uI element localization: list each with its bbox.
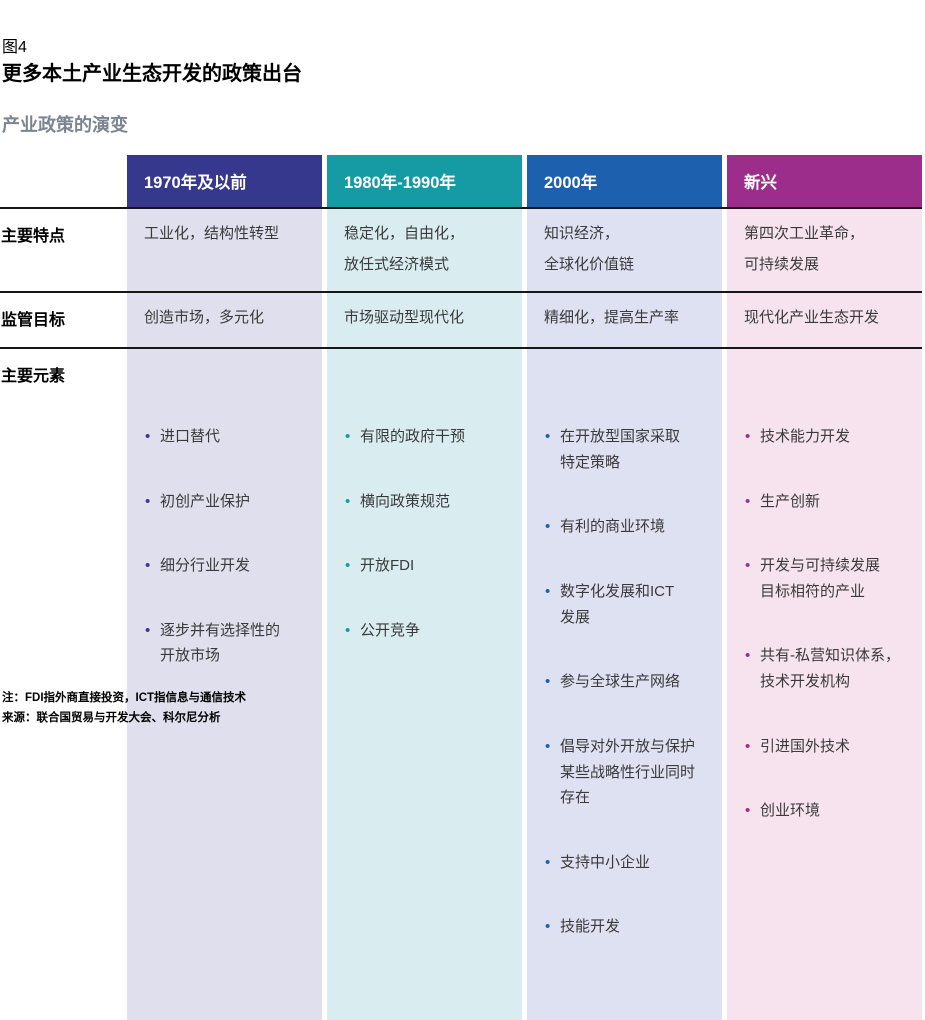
list-item: 技术能力开发: [744, 424, 910, 450]
cell-objectives-1980: 市场驱动型现代化: [327, 292, 522, 347]
list-item: 共有-私营知识体系， 技术开发机构: [744, 643, 910, 695]
list-item: 技能开发: [544, 914, 710, 940]
cell-characteristics-2000: 知识经济， 全球化价值链: [527, 209, 722, 291]
footnote-source: 来源：联合国贸易与开发大会、科尔尼分析: [2, 712, 221, 724]
list-item: 支持中小企业: [544, 850, 710, 876]
column-header-1980-1990: 1980年-1990年: [327, 155, 522, 207]
elements-list-1980: 有限的政府干预 横向政策规范 开放FDI 公开竞争: [344, 393, 510, 682]
list-item: 创业环境: [744, 798, 910, 824]
list-item: 有限的政府干预: [344, 424, 510, 450]
table-row-elements: 主要元素 进口替代 初创产业保护 细分行业开发 逐步并有选择性的 开放市场 有限…: [0, 346, 922, 1020]
list-item: 逐步并有选择性的 开放市场: [144, 618, 310, 670]
policy-evolution-table: 1970年及以前 1980年-1990年 2000年 新兴 主要特点 工业化，结…: [0, 155, 922, 1020]
cell-characteristics-emerging: 第四次工业革命， 可持续发展: [727, 209, 922, 291]
cell-objectives-1970: 创造市场，多元化: [127, 292, 322, 347]
list-item: 进口替代: [144, 424, 310, 450]
row-label-objectives: 监管目标: [0, 292, 122, 347]
list-item: 开发与可持续发展 目标相符的产业: [744, 553, 910, 605]
header-spacer-cell: [0, 155, 122, 207]
list-item: 公开竞争: [344, 618, 510, 644]
list-item: 参与全球生产网络: [544, 669, 710, 695]
elements-list-1970: 进口替代 初创产业保护 细分行业开发 逐步并有选择性的 开放市场: [144, 393, 310, 708]
cell-objectives-emerging: 现代化产业生态开发: [727, 292, 922, 347]
elements-list-2000: 在开放型国家采取 特定策略 有利的商业环境 数字化发展和ICT 发展 参与全球生…: [544, 393, 710, 979]
list-item: 有利的商业环境: [544, 514, 710, 540]
row-label-elements: 主要元素: [0, 348, 122, 1020]
column-header-1970: 1970年及以前: [127, 155, 322, 207]
cell-elements-2000: 在开放型国家采取 特定策略 有利的商业环境 数字化发展和ICT 发展 参与全球生…: [527, 348, 722, 1020]
footnote-note: 注：FDI指外商直接投资，ICT指信息与通信技术: [2, 692, 247, 704]
cell-characteristics-1980: 稳定化，自由化， 放任式经济模式: [327, 209, 522, 291]
cell-elements-1970: 进口替代 初创产业保护 细分行业开发 逐步并有选择性的 开放市场: [127, 348, 322, 1020]
cell-characteristics-1970: 工业化，结构性转型: [127, 209, 322, 291]
table-row-objectives: 监管目标 创造市场，多元化 市场驱动型现代化 精细化，提高生产率 现代化产业生态…: [0, 290, 922, 347]
column-header-emerging: 新兴: [727, 155, 922, 207]
list-item: 初创产业保护: [144, 489, 310, 515]
list-item: 数字化发展和ICT 发展: [544, 579, 710, 631]
table-row-characteristics: 主要特点 工业化，结构性转型 稳定化，自由化， 放任式经济模式 知识经济， 全球…: [0, 207, 922, 291]
page-subtitle: 产业政策的演变: [2, 115, 128, 135]
list-item: 倡导对外开放与保护 某些战略性行业同时 存在: [544, 734, 710, 811]
figure-number: 图4: [2, 39, 27, 56]
list-item: 开放FDI: [344, 553, 510, 579]
page-title: 更多本土产业生态开发的政策出台: [2, 63, 302, 85]
cell-objectives-2000: 精细化，提高生产率: [527, 292, 722, 347]
row-label-characteristics: 主要特点: [0, 209, 122, 291]
column-header-2000: 2000年: [527, 155, 722, 207]
list-item: 横向政策规范: [344, 489, 510, 515]
cell-elements-1980: 有限的政府干预 横向政策规范 开放FDI 公开竞争: [327, 348, 522, 1020]
cell-elements-emerging: 技术能力开发 生产创新 开发与可持续发展 目标相符的产业 共有-私营知识体系， …: [727, 348, 922, 1020]
list-item: 在开放型国家采取 特定策略: [544, 424, 710, 476]
elements-list-emerging: 技术能力开发 生产创新 开发与可持续发展 目标相符的产业 共有-私营知识体系， …: [744, 393, 910, 863]
list-item: 引进国外技术: [744, 734, 910, 760]
list-item: 细分行业开发: [144, 553, 310, 579]
list-item: 生产创新: [744, 489, 910, 515]
table-header-row: 1970年及以前 1980年-1990年 2000年 新兴: [0, 155, 922, 207]
